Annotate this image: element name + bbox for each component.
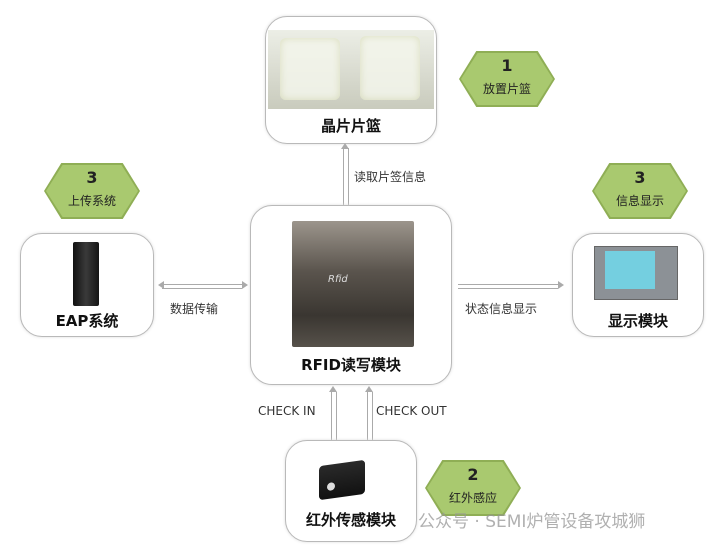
step-label: 信息显示	[615, 194, 664, 208]
step-label: 上传系统	[67, 194, 116, 208]
rfid-node: Rfid RFID读写模块	[250, 205, 452, 385]
status-display-label: 状态信息显示	[465, 302, 538, 316]
step-number: 3	[86, 168, 98, 187]
step-2-hexagon: 2 红外感应	[425, 460, 521, 516]
check-out-arrow	[367, 392, 373, 440]
infrared-sensor-image	[319, 459, 365, 501]
step-3-upload-hexagon: 3 上传系统	[44, 163, 140, 219]
wafer-basket-label: 晶片片篮	[320, 117, 381, 135]
read-arrow	[343, 148, 349, 205]
rfid-device-image: Rfid	[292, 221, 414, 347]
step-number: 3	[634, 168, 646, 187]
sensor-node: 红外传感模块	[285, 440, 417, 542]
step-1-hexagon: 1 放置片篮	[459, 51, 555, 107]
arrow-head-icon	[365, 386, 373, 392]
step-number: 2	[467, 465, 479, 484]
step-label: 红外感应	[448, 491, 497, 505]
display-label: 显示模块	[607, 312, 668, 330]
data-transfer-label: 数据传输	[170, 302, 219, 316]
display-screen-icon	[594, 246, 678, 300]
eap-label: EAP系统	[55, 312, 119, 330]
display-node: 显示模块	[572, 233, 704, 337]
arrow-head-icon	[329, 386, 337, 392]
wafer-basket-node: 晶片片篮	[265, 16, 437, 144]
rfid-brand-text: Rfid	[328, 274, 348, 285]
arrow-head-icon	[341, 143, 349, 149]
server-rack-icon	[73, 242, 99, 306]
read-label: 读取片签信息	[354, 170, 427, 184]
wafer-basket-image	[268, 30, 434, 109]
check-in-arrow	[331, 392, 337, 440]
eap-node: EAP系统	[20, 233, 154, 337]
check-out-label: CHECK OUT	[376, 404, 447, 418]
data-transfer-arrow	[162, 284, 242, 289]
watermark: 公众号 · SEMI炉管设备攻城狮	[418, 512, 646, 532]
status-display-arrow	[458, 284, 558, 289]
arrow-head-icon	[242, 281, 248, 289]
rfid-label: RFID读写模块	[301, 356, 401, 374]
arrow-head-icon	[158, 281, 164, 289]
step-label: 放置片篮	[482, 82, 531, 96]
arrow-head-icon	[558, 281, 564, 289]
step-3-display-hexagon: 3 信息显示	[592, 163, 688, 219]
sensor-label: 红外传感模块	[305, 511, 396, 529]
step-number: 1	[501, 56, 513, 75]
check-in-label: CHECK IN	[258, 404, 316, 418]
